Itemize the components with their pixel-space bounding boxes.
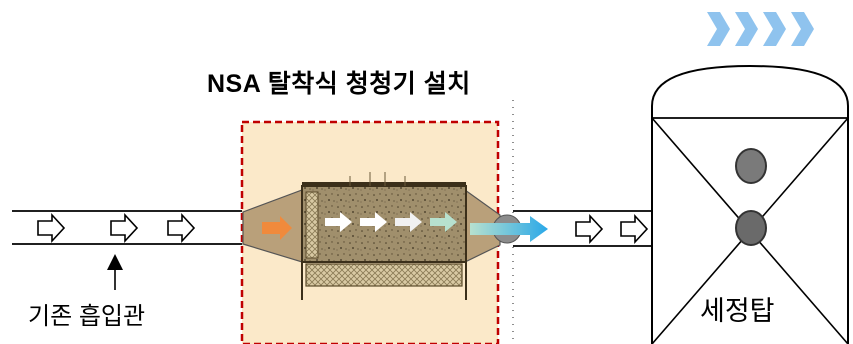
flow-direction-chevrons — [707, 12, 814, 46]
scrubber-tower — [651, 64, 849, 344]
existing-intake-pipe-label: 기존 흡입관 — [28, 303, 146, 330]
outlet-pipe — [513, 210, 652, 247]
diagram-title: NSA 탈착식 청청기 설치 — [207, 70, 471, 98]
scrubber-tower-label: 세정탑 — [700, 296, 775, 326]
nsa-purifier-unit — [242, 172, 548, 300]
pipe-flow-arrows-left — [37, 212, 196, 244]
pipe-flow-arrows-right — [575, 213, 649, 245]
existing-intake-pipe — [12, 210, 243, 245]
